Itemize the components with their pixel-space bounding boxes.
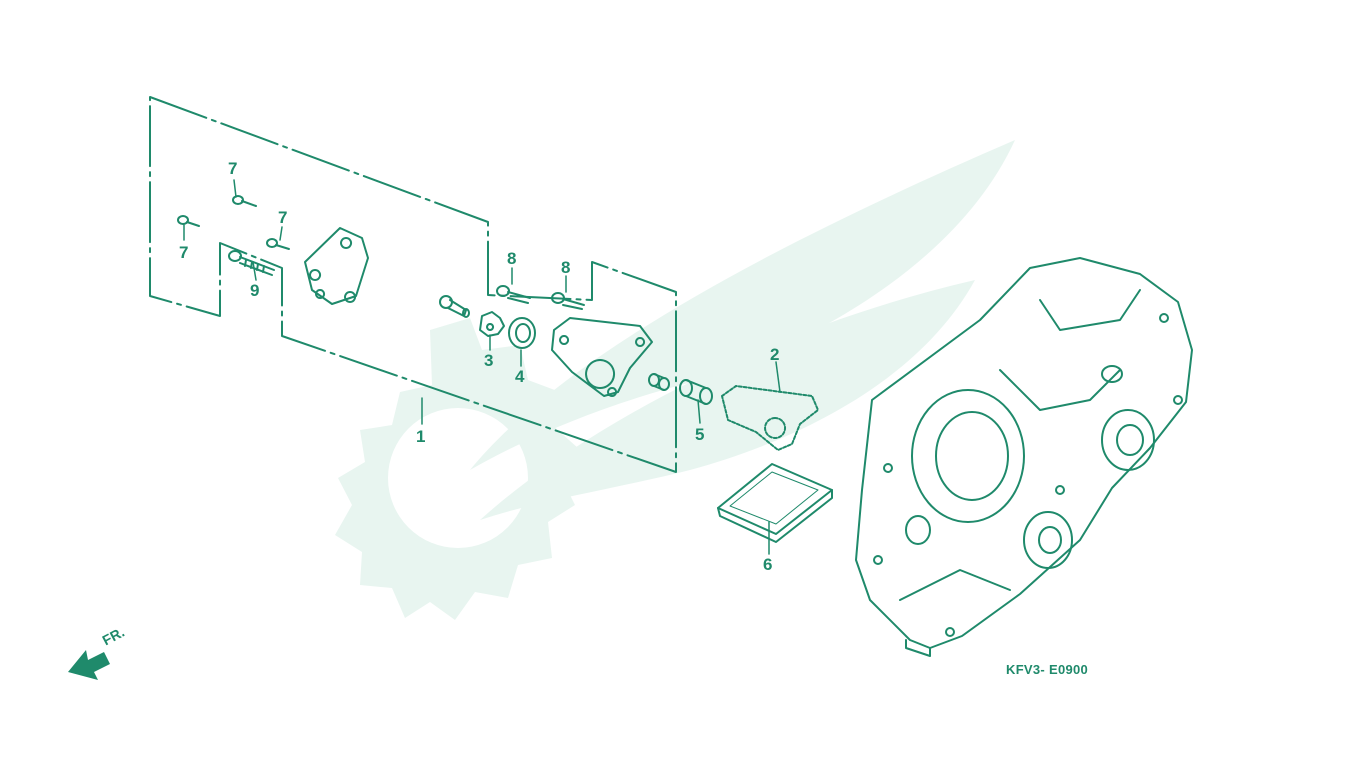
callout-9: 9 [250,281,260,300]
callout-7-right: 7 [278,208,288,227]
callout-6: 6 [763,555,773,574]
collar [648,373,670,391]
pump-shaft [439,295,470,318]
pump-cover [304,227,369,305]
dowel-pin [679,379,713,405]
front-arrow-icon [68,650,110,680]
callout-3: 3 [484,351,494,370]
callout-7-upper: 7 [228,159,238,178]
oil-strainer [717,463,833,543]
callout-1: 1 [416,427,426,446]
bolt-8-right [551,292,585,310]
inner-rotor [479,311,505,337]
crankcase [855,257,1193,657]
bolt-7-upper [232,195,257,207]
bolt-7-right [266,238,290,250]
outer-rotor [508,317,536,349]
assembly-outline [149,96,677,473]
callout-7-left: 7 [179,243,189,262]
callout-2: 2 [770,345,780,364]
pump-body [551,317,653,397]
diagram-code: KFV3- E0900 [1006,662,1089,677]
callout-8-left: 8 [507,249,517,268]
gasket [721,385,819,451]
bolt-8-left [496,285,531,304]
callout-4: 4 [515,367,525,386]
bolt-7-left [177,215,200,227]
callout-5: 5 [695,425,705,444]
bolt-9 [228,250,275,276]
callout-8-right: 8 [561,258,571,277]
